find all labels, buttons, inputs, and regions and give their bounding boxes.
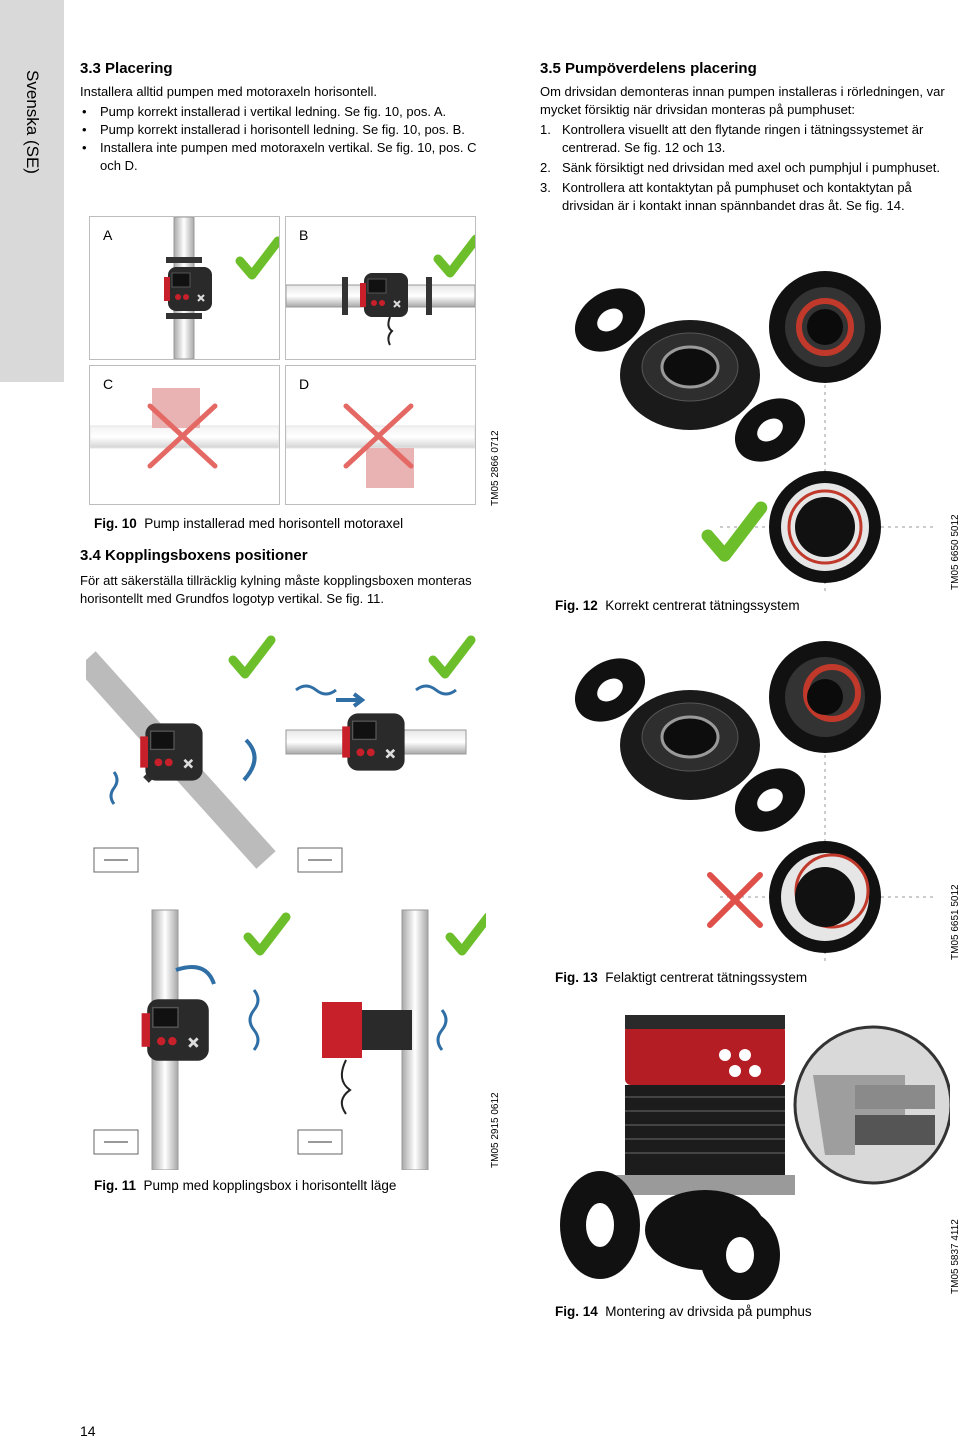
steps-list: 1.Kontrollera visuellt att den flytande …: [540, 121, 956, 215]
fig13-illustration: [561, 641, 935, 965]
fig13-caption: Fig. 13 Felaktigt centrerat tätningssyst…: [555, 970, 808, 985]
panel-letter: B: [299, 227, 309, 243]
placement-list: Pump korrekt installerad i vertikal ledn…: [80, 103, 500, 175]
section-3-5: 3.5 Pumpöverdelens placering Om drivsida…: [540, 60, 956, 215]
fig14-caption: Fig. 14 Montering av drivsida på pumphus: [555, 1304, 812, 1319]
fig14-illustration: [560, 1015, 950, 1300]
section-body: För att säkerställa tillräcklig kylning …: [80, 573, 472, 606]
list-item: Pump korrekt installerad i vertikal ledn…: [80, 103, 500, 121]
fig11-caption: Fig. 11 Pump med kopplingsbox i horisont…: [94, 1178, 397, 1193]
pump-wrong-orientation-illustration: [89, 388, 280, 469]
fig10-panel-b: B: [285, 216, 476, 360]
section-heading: 3.3 Placering: [80, 60, 173, 77]
section-3-4: 3.4 Kopplingsboxens positioner För att s…: [80, 547, 500, 608]
pump-horizontal-pipe-illustration: [285, 217, 475, 346]
language-tab: Svenska (SE): [0, 0, 64, 382]
fig11-illustration: [86, 630, 486, 1170]
language-label: Svenska (SE): [23, 70, 42, 174]
fig10-panel-d: D: [285, 365, 476, 505]
list-item: 1.Kontrollera visuellt att den flytande …: [540, 122, 924, 155]
fig12-caption: Fig. 12 Korrekt centrerat tätningssystem: [555, 598, 800, 613]
section-3-3: 3.3 Placering Installera alltid pumpen m…: [80, 60, 500, 175]
fig10-caption: Fig. 10 Pump installerad med horisontell…: [94, 516, 404, 531]
list-item: 2.Sänk försiktigt ned drivsidan med axel…: [540, 160, 940, 175]
panel-letter: C: [103, 376, 114, 392]
figure-code: TM05 6650 5012: [950, 514, 960, 590]
figure-code: TM05 2866 0712: [490, 430, 501, 506]
list-item: Installera inte pumpen med motoraxeln ve…: [80, 139, 490, 175]
fig10-panel-a: A: [89, 216, 280, 360]
figure-code: TM05 2915 0612: [490, 1092, 501, 1168]
panel-letter: A: [103, 227, 113, 243]
pump-vertical-pipe-illustration: [163, 216, 279, 360]
section-intro: Installera alltid pumpen med motoraxeln …: [80, 84, 377, 99]
page-number: 14: [80, 1423, 96, 1439]
figure-code: TM05 5837 4112: [950, 1219, 960, 1294]
section-heading: 3.5 Pumpöverdelens placering: [540, 60, 757, 77]
figure-code: TM05 6651 5012: [950, 884, 960, 960]
panel-letter: D: [299, 376, 310, 392]
fig10-panel-c: C: [89, 365, 280, 505]
fig12-illustration: [561, 271, 935, 595]
list-item: Pump korrekt installerad i horisontell l…: [80, 121, 480, 139]
section-intro: Om drivsidan demonteras innan pumpen ins…: [540, 84, 945, 117]
pump-wrong-orientation-illustration: [285, 403, 476, 488]
list-item: 3.Kontrollera att kontaktytan på pumphus…: [540, 180, 912, 213]
section-heading: 3.4 Kopplingsboxens positioner: [80, 547, 308, 564]
